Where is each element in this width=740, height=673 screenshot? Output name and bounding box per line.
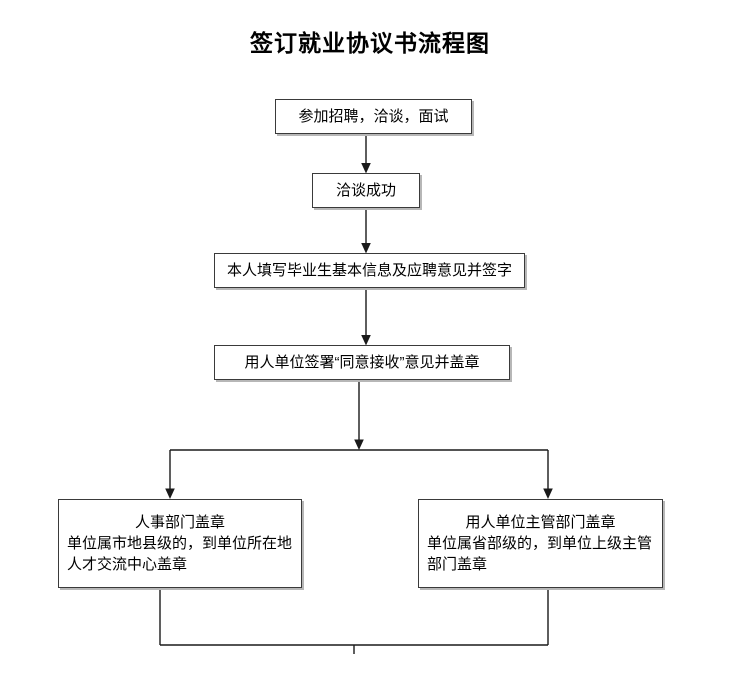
node-detail-line-1: 单位属省部级的，到单位上级主管 (427, 534, 653, 552)
node-hr-department-seal[interactable]: 人事部门盖章 单位属市地县级的，到单位所在地 人才交流中心盖章 (58, 499, 302, 588)
node-text: 参加招聘，洽谈，面试 (298, 107, 449, 125)
arrow-step3-to-step4 (361, 289, 371, 346)
page-title: 签订就业协议书流程图 (250, 30, 490, 56)
node-text: 用人单位签署“同意接收”意见并盖章 (244, 353, 480, 371)
merge-branches-bottom (159, 589, 549, 654)
node-employer-supervisory-department-seal[interactable]: 用人单位主管部门盖章 单位属省部级的，到单位上级主管 部门盖章 (418, 499, 663, 588)
node-fill-graduate-info[interactable]: 本人填写毕业生基本信息及应聘意见并签字 (214, 253, 525, 288)
node-detail-line-2: 人才交流中心盖章 (67, 556, 188, 574)
node-text: 本人填写毕业生基本信息及应聘意见并签字 (226, 261, 512, 279)
node-detail-line-2: 部门盖章 (427, 556, 488, 574)
arrow-step2-to-step3 (361, 208, 371, 254)
node-employer-sign-agree-accept[interactable]: 用人单位签署“同意接收”意见并盖章 (214, 345, 510, 380)
node-heading: 人事部门盖章 (134, 513, 225, 531)
arrow-step1-to-step2 (361, 134, 371, 174)
node-heading: 用人单位主管部门盖章 (465, 513, 616, 531)
split-step4-to-branches (165, 381, 553, 499)
node-detail-line-1: 单位属市地县级的，到单位所在地 (67, 534, 293, 552)
node-negotiation-success[interactable]: 洽谈成功 (312, 173, 420, 208)
node-text: 洽谈成功 (335, 181, 396, 199)
node-participate-recruitment[interactable]: 参加招聘，洽谈，面试 (275, 99, 472, 134)
